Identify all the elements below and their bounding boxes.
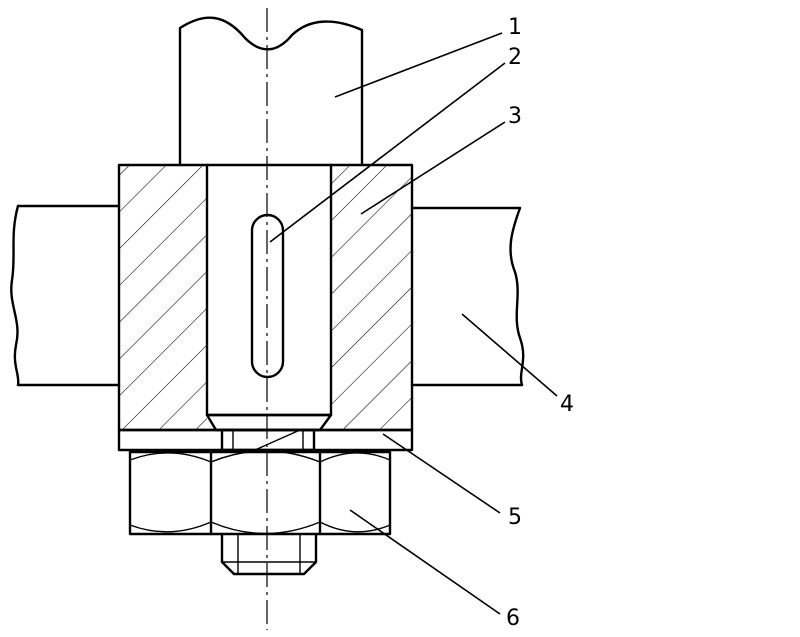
callout-4: 4 bbox=[560, 392, 574, 417]
workpiece-plate bbox=[10, 204, 525, 387]
leader-2 bbox=[269, 62, 506, 243]
leader-4 bbox=[461, 313, 558, 397]
callout-labels: 1 2 3 4 5 6 bbox=[506, 15, 574, 631]
callout-3: 3 bbox=[508, 104, 522, 129]
bolt-end bbox=[220, 532, 318, 576]
leader-5 bbox=[382, 433, 501, 514]
leader-3 bbox=[360, 121, 506, 215]
keyway-slot bbox=[250, 213, 285, 379]
callout-2: 2 bbox=[508, 45, 522, 70]
washer bbox=[117, 428, 414, 452]
callout-6: 6 bbox=[506, 606, 520, 631]
hub-body bbox=[117, 163, 414, 432]
bolt-shank bbox=[220, 428, 316, 452]
shaft bbox=[178, 16, 364, 167]
leader-lines bbox=[269, 32, 558, 615]
leader-1 bbox=[334, 32, 503, 98]
leader-6 bbox=[349, 509, 501, 615]
hex-nut bbox=[128, 450, 392, 536]
callout-5: 5 bbox=[508, 505, 522, 530]
callout-1: 1 bbox=[508, 15, 522, 40]
